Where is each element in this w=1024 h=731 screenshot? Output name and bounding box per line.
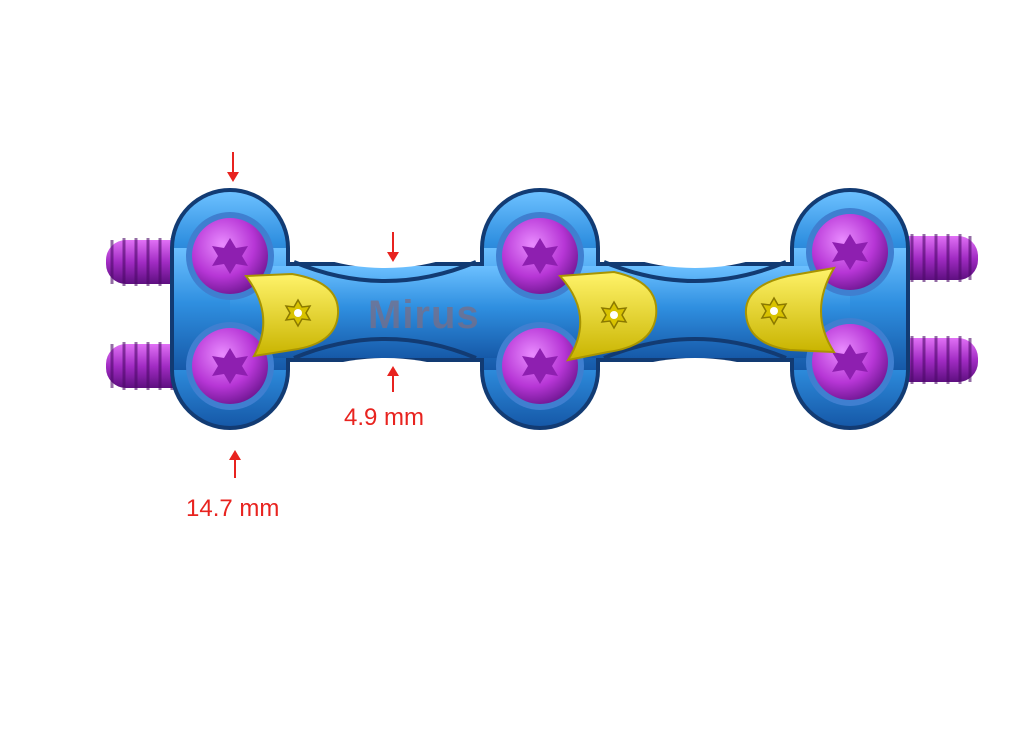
torx-drive-icon (212, 348, 248, 384)
brand-logo: Mirus (368, 293, 480, 337)
thread-right-bottom (890, 336, 978, 384)
locking-tab-3 (744, 266, 836, 354)
thread-right-top (890, 234, 978, 282)
screw-heads (186, 208, 894, 410)
locking-tabs (244, 266, 836, 362)
plate-height-label: 14.7 mm (186, 495, 280, 522)
torx-drive-icon (832, 234, 868, 270)
torx-drive-icon (522, 238, 558, 274)
torx-drive-icon (832, 344, 868, 380)
torx-drive-icon (212, 238, 248, 274)
bridge-width-label: 4.9 mm (344, 404, 425, 431)
screw-head-4 (496, 322, 584, 410)
locking-tab-1 (244, 272, 340, 358)
arrow-down-icon (227, 152, 239, 182)
torx-drive-icon (522, 348, 558, 384)
screw-head-2 (186, 322, 274, 410)
dimension-markers (227, 152, 399, 478)
locking-tab-2 (557, 270, 658, 362)
arrow-up-icon (387, 366, 399, 392)
arrow-down-icon (387, 232, 399, 262)
arrow-up-icon (229, 450, 241, 478)
